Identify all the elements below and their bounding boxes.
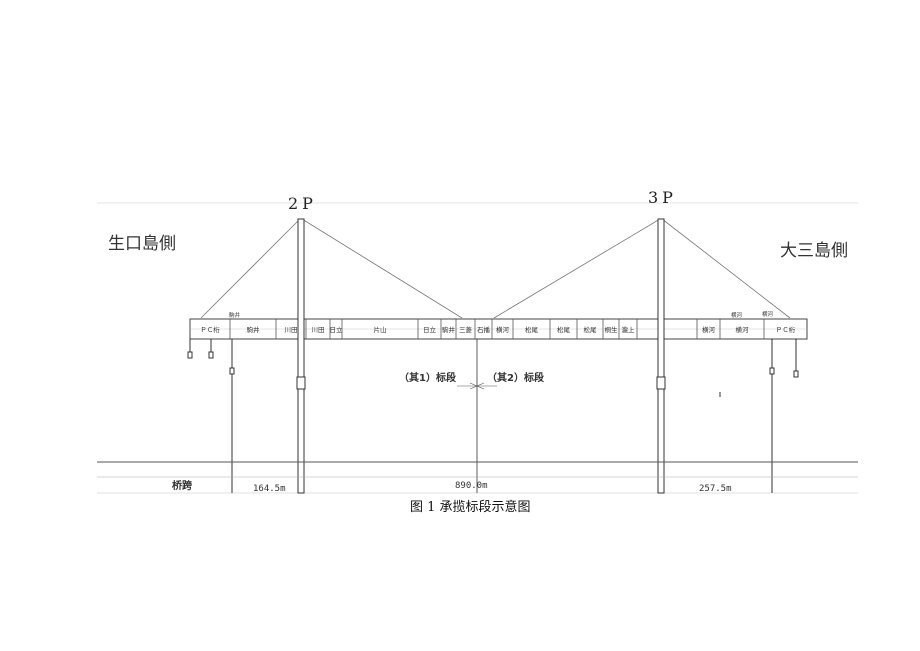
segment-label: 片山 bbox=[374, 325, 387, 334]
cable-3p-left bbox=[493, 218, 661, 319]
right-side-label: 大三島側 bbox=[780, 241, 848, 261]
hanger-left-2-end bbox=[208, 351, 214, 359]
segment-label: ＰＣ桁 bbox=[200, 325, 220, 334]
segment-label: 川田 bbox=[285, 326, 298, 334]
hanger-right-end bbox=[793, 370, 799, 378]
top-small-label: 横河 bbox=[762, 310, 774, 318]
cable-2p-left bbox=[200, 218, 301, 319]
span-right: 257.5m bbox=[699, 484, 732, 494]
pylon-2p-tower bbox=[297, 218, 305, 494]
stay-cables bbox=[200, 218, 791, 319]
segment-label: 横河 bbox=[496, 325, 510, 334]
segment-dividers bbox=[229, 319, 765, 339]
segment-label: 横河 bbox=[702, 325, 716, 334]
segment-label: 石播 bbox=[477, 325, 491, 334]
segment-label: 三菱 bbox=[459, 325, 473, 334]
pylon-right-label: 3P bbox=[648, 188, 677, 207]
segment-label: 松尾 bbox=[525, 325, 539, 334]
segment-label: 松尾 bbox=[557, 325, 571, 334]
segment-label: 横河 bbox=[736, 325, 750, 334]
lot-right-label: （其2）标段 bbox=[487, 371, 544, 384]
end-supports bbox=[187, 339, 799, 493]
lot-left-label: （其1）标段 bbox=[399, 371, 456, 384]
span-header: 桥跨 bbox=[172, 479, 193, 492]
pylon-3p bbox=[656, 218, 666, 494]
lot-arrow-heads bbox=[469, 382, 485, 390]
pier-right-cap bbox=[769, 367, 775, 375]
segment-label: 桐生 bbox=[605, 325, 619, 334]
pylon-2p-footing bbox=[296, 376, 306, 390]
pier-left-cap bbox=[229, 367, 235, 375]
segment-label: 瀧上 bbox=[622, 325, 636, 334]
pylon-left-label: 2P bbox=[288, 194, 317, 213]
segment-label: 日立 bbox=[330, 325, 344, 334]
cable-2p-right bbox=[301, 218, 463, 319]
top-small-label: 駒井 bbox=[229, 311, 241, 319]
segment-label: 松尾 bbox=[584, 325, 598, 334]
pylon-3p-tower bbox=[657, 218, 665, 494]
segment-label: 日立 bbox=[423, 325, 437, 334]
cable-3p-right bbox=[661, 218, 791, 319]
figure-caption: 图 1 承揽标段示意图 bbox=[410, 499, 531, 515]
span-left: 164.5m bbox=[253, 484, 286, 494]
pylon-3p-footing bbox=[656, 376, 666, 390]
segment-label: 駒井 bbox=[442, 325, 456, 334]
top-small-label: 横河 bbox=[731, 311, 743, 319]
segment-label: 駒井 bbox=[247, 325, 261, 334]
segment-label: ＰＣ桁 bbox=[776, 325, 796, 334]
segment-label: 川田 bbox=[312, 326, 325, 334]
hanger-left-1-end bbox=[187, 351, 193, 359]
left-side-label: 生口島側 bbox=[108, 234, 176, 254]
pylon-2p bbox=[296, 218, 306, 494]
span-main: 890.0m bbox=[455, 481, 488, 491]
